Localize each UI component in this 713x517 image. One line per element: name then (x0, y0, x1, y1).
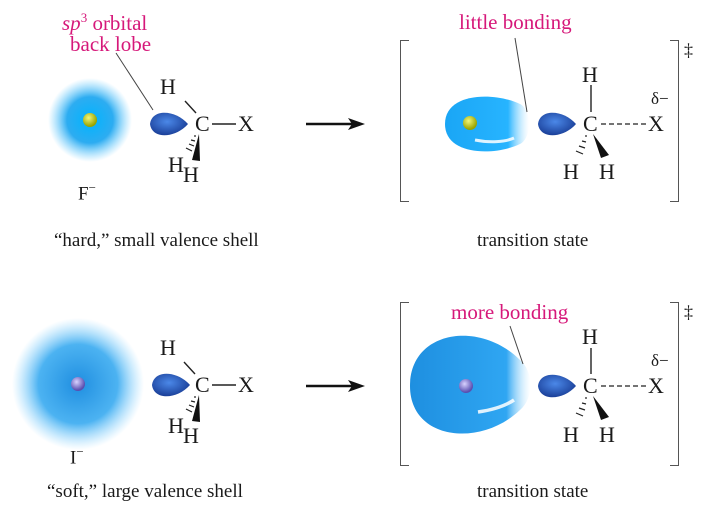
ts-back-lobe-top (538, 112, 576, 136)
atom-h-front-b: H (183, 423, 199, 448)
ts-atom-c-b: C (583, 373, 598, 398)
reaction-arrow-top-head (348, 118, 365, 130)
ts-atom-h-right-b: H (599, 422, 615, 447)
hash-bond (185, 135, 196, 152)
iodide-nucleus (71, 377, 85, 391)
ts-bracket-right-bottom (670, 302, 679, 466)
wedge-bond (192, 134, 200, 161)
orbital-label-sp: sp (62, 11, 81, 35)
dagger-bottom: ‡ (684, 302, 693, 322)
ts-nucleus-f (463, 116, 477, 130)
annotation-pointer-little-bonding (514, 37, 528, 113)
atom-c-b: C (195, 372, 210, 397)
annotation-pointer-orbital (115, 52, 154, 111)
ts-bracket-left-top (400, 40, 409, 202)
hash-bond-bottom (185, 396, 196, 413)
ts-atom-x: X (648, 111, 664, 136)
more-bonding-label: more bonding (451, 300, 569, 324)
ts-atom-c: C (583, 111, 598, 136)
ts-hash-bond (575, 135, 587, 155)
ts-atom-h-left-b: H (563, 422, 579, 447)
ts-bracket-right-top (670, 40, 679, 202)
sp3-back-lobe-bottom (152, 373, 190, 397)
atom-x: X (238, 111, 254, 136)
bond-c-h-top (184, 100, 197, 114)
bond-c-h-top-bottom (183, 361, 196, 375)
annotation-pointer-more-bonding (509, 325, 524, 365)
dagger-top: ‡ (684, 40, 693, 60)
ts-atom-h-top: H (582, 62, 598, 87)
fluoride-ion: F− (78, 180, 96, 205)
atom-h-top: H (160, 74, 176, 99)
atom-h-front: H (183, 162, 199, 187)
ts-delta-bottom: δ− (651, 351, 669, 370)
ts-atom-x-b: X (648, 373, 664, 398)
caption-ts-top: transition state (477, 230, 589, 251)
ts-hash-bond-bottom (575, 397, 587, 417)
fluoride-nucleus (83, 113, 97, 127)
iodide-ion: I− (70, 444, 84, 469)
atom-h-back-b: H (168, 413, 184, 438)
orbital-label-line2: back lobe (70, 32, 152, 56)
caption-ts-bottom: transition state (477, 481, 589, 502)
ts-bracket-left-bottom (400, 302, 409, 466)
ts-back-lobe-bottom (538, 374, 576, 398)
ts-atom-h-left: H (563, 159, 579, 184)
wedge-bond-bottom (192, 395, 200, 422)
ts-wedge-bond-bottom (593, 396, 609, 420)
caption-soft: “soft,” large valence shell (47, 481, 243, 502)
ts-atom-h-top-b: H (582, 324, 598, 349)
orbital-label-exp: 3 (80, 10, 88, 25)
ts-atom-h-right: H (599, 159, 615, 184)
ts-orbital-top (445, 96, 529, 152)
caption-hard: “hard,” small valence shell (54, 230, 259, 251)
ts-delta-top: δ− (651, 89, 669, 108)
little-bonding-label: little bonding (459, 10, 572, 34)
atom-h-top-b: H (160, 335, 176, 360)
orbital-label-suffix: orbital (87, 11, 148, 35)
atom-x-b: X (238, 372, 254, 397)
iodide-charge: − (76, 444, 84, 459)
iodide-symbol: I (70, 447, 77, 469)
fluoride-symbol: F (78, 183, 89, 205)
atom-c: C (195, 111, 210, 136)
atom-h-back: H (168, 152, 184, 177)
ts-wedge-bond (593, 134, 609, 158)
reaction-arrow-bottom-head (348, 380, 365, 392)
fluoride-charge: − (88, 180, 96, 195)
ts-orbital-bottom-highlight (477, 398, 515, 414)
sp3-back-lobe-top (150, 112, 188, 136)
ts-orbital-top-highlight (474, 136, 515, 144)
orbital-label: sp3 orbital (62, 6, 147, 35)
ts-nucleus-i (459, 379, 473, 393)
